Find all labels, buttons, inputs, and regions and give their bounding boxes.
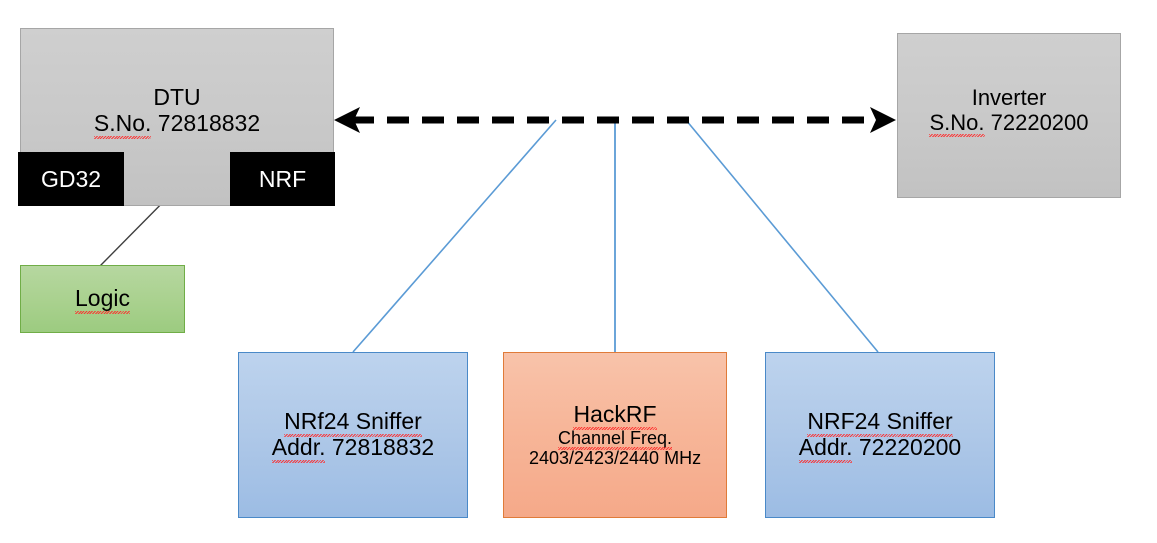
inverter-title: Inverter <box>971 85 1047 110</box>
hackrf-title-wrap: HackRF <box>573 400 657 430</box>
node-sniffer-right[interactable]: NRF24 Sniffer Addr. 72220200 <box>765 352 995 518</box>
inverter-serial-label: S.No. <box>929 109 985 137</box>
nrf-label: NRF <box>258 165 307 192</box>
sniffer-right-line1: NRF24 Sniffer <box>807 408 953 437</box>
hackrf-line3: 2403/2423/2440 MHz <box>528 447 702 468</box>
node-inverter[interactable]: Inverter S.No. 72220200 <box>897 33 1121 198</box>
node-logic[interactable]: Logic <box>20 265 185 333</box>
logic-label: Logic <box>75 285 130 314</box>
hackrf-title: HackRF <box>573 400 657 430</box>
dtu-serial: S.No. 72818832 <box>93 109 261 139</box>
hackrf-line2-wrap: Channel Freq. <box>557 427 673 451</box>
sniffer-left-addr-value: 72818832 <box>331 434 435 460</box>
node-hackrf[interactable]: HackRF Channel Freq. 2403/2423/2440 MHz <box>503 352 727 518</box>
sniffer-left-line1-wrap: NRf24 Sniffer <box>284 408 422 437</box>
sniffer-right-addr-value: 72220200 <box>858 434 962 460</box>
node-gd32[interactable]: GD32 <box>18 152 124 206</box>
connector-sniffer-right-tap <box>685 119 879 353</box>
gd32-label: GD32 <box>40 165 102 192</box>
hackrf-line2: Channel Freq. <box>557 427 673 451</box>
dtu-title: DTU <box>153 84 201 110</box>
sniffer-right-line1-wrap: NRF24 Sniffer <box>807 408 953 437</box>
sniffer-left-line1: NRf24 Sniffer <box>284 408 422 437</box>
connector-dtu-inverter <box>334 107 896 133</box>
inverter-serial: S.No. 72220200 <box>929 109 1089 137</box>
logic-label-wrap: Logic <box>75 285 130 314</box>
node-nrf[interactable]: NRF <box>230 152 335 206</box>
sniffer-left-line2: Addr. 72818832 <box>271 434 435 463</box>
dtu-serial-label: S.No. <box>93 109 152 139</box>
sniffer-right-line2: Addr. 72220200 <box>798 434 962 463</box>
node-sniffer-left[interactable]: NRf24 Sniffer Addr. 72818832 <box>238 352 468 518</box>
dtu-serial-value: 72818832 <box>157 109 261 136</box>
inverter-serial-value: 72220200 <box>990 109 1089 135</box>
sniffer-left-addr-label: Addr. <box>271 434 326 463</box>
connector-sniffer-left-tap <box>352 119 557 353</box>
sniffer-right-addr-label: Addr. <box>798 434 853 463</box>
